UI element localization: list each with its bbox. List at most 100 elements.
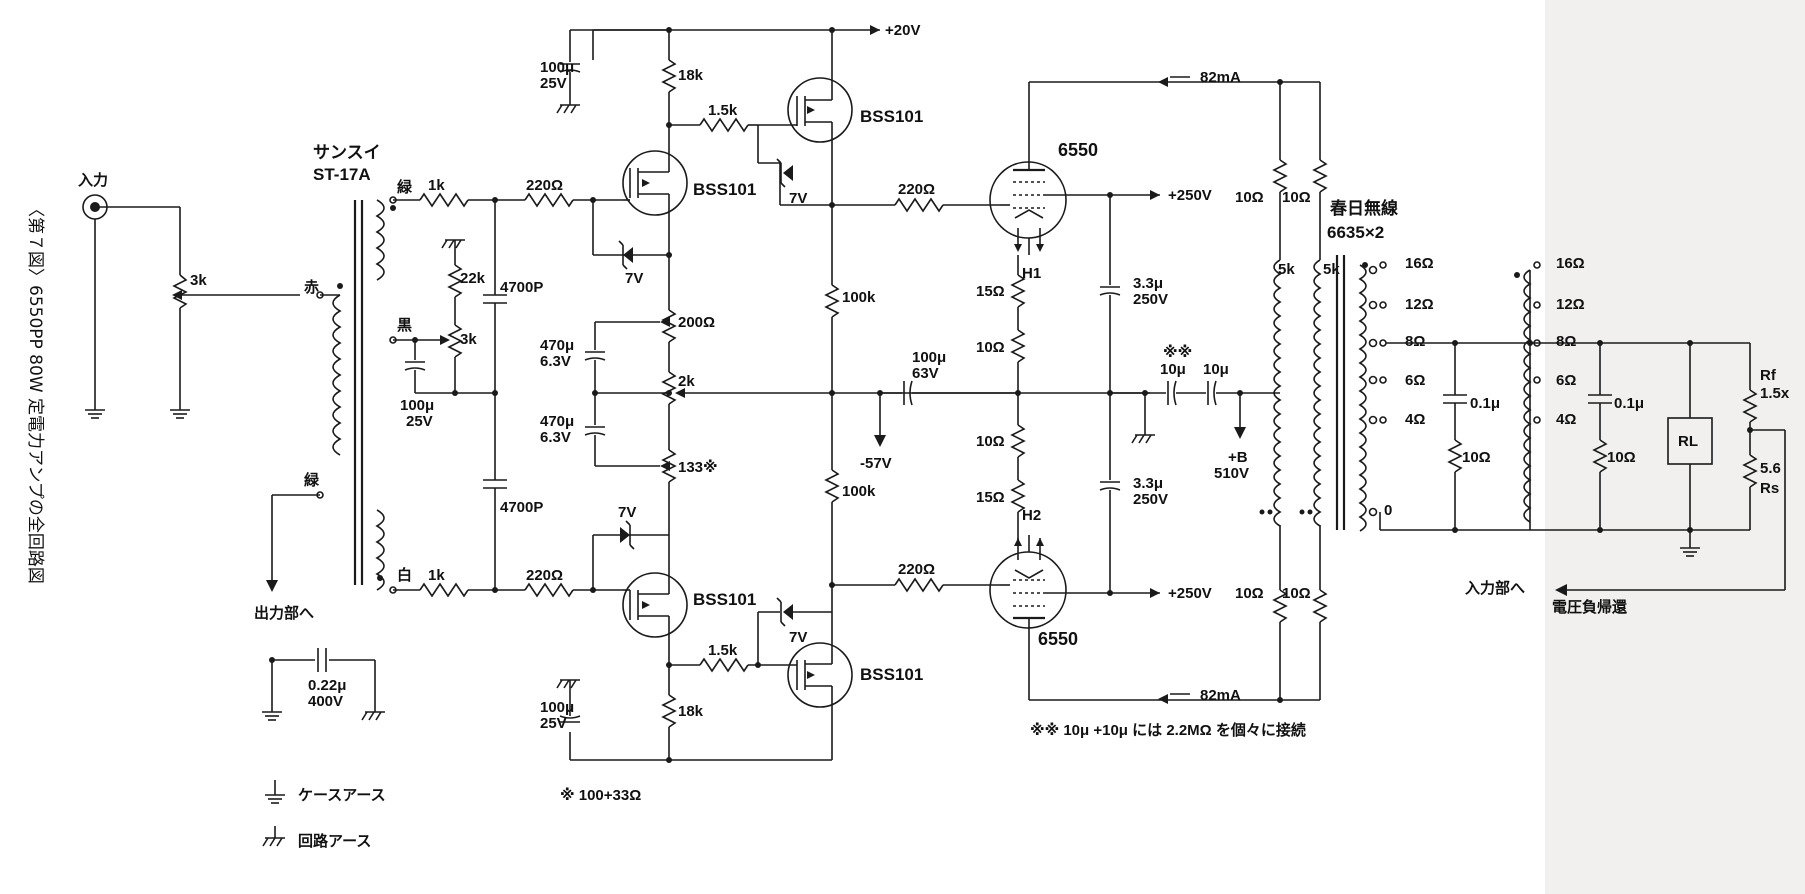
ground-input bbox=[85, 409, 190, 419]
r1k-bot: 1k bbox=[428, 567, 445, 584]
r15k-top: 1.5k bbox=[708, 102, 738, 119]
c100u-bot-v: 25V bbox=[540, 715, 567, 732]
r100k-bot: 100k bbox=[842, 483, 876, 500]
rg-top: 220Ω bbox=[898, 181, 935, 198]
tube-bot bbox=[989, 535, 1160, 700]
c470-pair bbox=[584, 322, 672, 466]
tap16b: 16Ω bbox=[1556, 255, 1585, 272]
q-bot-aux: BSS101 bbox=[860, 665, 923, 684]
i-top: 82mA bbox=[1200, 69, 1241, 86]
bottom-gate-network bbox=[393, 582, 623, 598]
to-output-arrow bbox=[266, 494, 320, 592]
tube-top-label: 6550 bbox=[1058, 140, 1098, 160]
to-output-label: 出力部へ bbox=[254, 604, 314, 622]
c33-bot: 3.3μ bbox=[1133, 475, 1163, 492]
tap-black: 黒 bbox=[397, 317, 412, 334]
tap6: 6Ω bbox=[1405, 372, 1425, 389]
zener-top-main bbox=[592, 200, 672, 270]
pot2k: 2k bbox=[678, 373, 695, 390]
supply-plus20: +20V bbox=[885, 22, 920, 39]
c100u-top: 100μ bbox=[540, 59, 574, 76]
output-load-network bbox=[1379, 261, 1786, 596]
mosfet-bot-aux bbox=[787, 585, 853, 760]
q-bot-main: BSS101 bbox=[693, 590, 756, 609]
tube-top bbox=[989, 82, 1160, 255]
c470-top: 470μ bbox=[540, 337, 574, 354]
c470-bot: 470μ bbox=[540, 413, 574, 430]
r100k-top: 100k bbox=[842, 289, 876, 306]
bplus: +B bbox=[1228, 449, 1248, 466]
h2: H2 bbox=[1022, 507, 1041, 524]
r18k-bot-label: 18k bbox=[678, 703, 704, 720]
plus20-rail bbox=[592, 25, 880, 75]
h1: H1 bbox=[1022, 265, 1041, 282]
nfb-label: 電圧負帰還 bbox=[1552, 598, 1628, 616]
tap0: 0 bbox=[1384, 502, 1392, 519]
legend-case-ground-icon bbox=[265, 780, 285, 804]
bot-aux-network bbox=[666, 597, 832, 673]
c100u-bot: 100μ bbox=[540, 699, 574, 716]
tap12b: 12Ω bbox=[1556, 296, 1585, 313]
r133: 133※ bbox=[678, 458, 718, 476]
mosfet-bot-main bbox=[622, 535, 688, 665]
c10u-a: 10μ bbox=[1160, 361, 1186, 378]
c10u-series bbox=[1110, 380, 1280, 444]
tap-red: 赤 bbox=[304, 278, 319, 296]
tap-green: 緑 bbox=[397, 178, 413, 196]
mosfet-top-aux bbox=[758, 75, 853, 205]
c4700-bot: 4700P bbox=[500, 499, 543, 516]
tap4: 4Ω bbox=[1405, 411, 1425, 428]
legend-case-ground: ケースアース bbox=[298, 787, 386, 804]
tap16: 16Ω bbox=[1405, 255, 1434, 272]
c470-bot-v: 6.3V bbox=[540, 429, 571, 446]
tap12: 12Ω bbox=[1405, 296, 1434, 313]
rs-v: 5.6 bbox=[1760, 460, 1781, 477]
r10-bot: 10Ω bbox=[976, 433, 1005, 450]
c100u63-value: 100μ bbox=[912, 349, 946, 366]
input-pot-label: 3k bbox=[190, 272, 207, 289]
r10-fb4: 10Ω bbox=[1282, 585, 1311, 602]
case-cap-value: 0.22μ bbox=[308, 677, 346, 694]
q-top-aux: BSS101 bbox=[860, 107, 923, 126]
input-label: 入力 bbox=[78, 171, 108, 189]
i-bot: 82mA bbox=[1200, 687, 1241, 704]
pot3k: 3k bbox=[460, 331, 477, 348]
r10-fb3: 10Ω bbox=[1235, 585, 1264, 602]
z7v-c: 7V bbox=[618, 504, 636, 521]
r10-z2: 10Ω bbox=[1607, 449, 1636, 466]
r15k-bot: 1.5k bbox=[708, 642, 738, 659]
tap-green2: 緑 bbox=[304, 471, 320, 489]
r220-bot: 220Ω bbox=[526, 567, 563, 584]
plus250-bot: +250V bbox=[1168, 585, 1212, 602]
plus250-top: +250V bbox=[1168, 187, 1212, 204]
c4700-top: 4700P bbox=[500, 279, 543, 296]
ot-5k-a: 5k bbox=[1278, 261, 1295, 278]
rf-v: 1.5x bbox=[1760, 385, 1790, 402]
bottom-bypass-cap bbox=[556, 679, 581, 760]
q-top-main: BSS101 bbox=[693, 180, 756, 199]
legend-circuit-ground: 回路アース bbox=[298, 832, 371, 850]
in-trans-maker: サンスイ bbox=[313, 143, 381, 162]
r100k-pair bbox=[824, 202, 840, 588]
r18k-bot bbox=[570, 665, 832, 763]
mosfet-top-main bbox=[622, 150, 688, 216]
plate-current-bot bbox=[1029, 622, 1321, 704]
tap6b: 6Ω bbox=[1556, 372, 1576, 389]
ot-sense-resistors bbox=[1272, 159, 1328, 623]
rf: Rf bbox=[1760, 367, 1777, 384]
rl: RL bbox=[1678, 433, 1698, 450]
tap8b: 8Ω bbox=[1556, 333, 1576, 350]
c33-top: 3.3μ bbox=[1133, 275, 1163, 292]
plate-current-top bbox=[1029, 76, 1321, 160]
zener-top-aux bbox=[757, 125, 832, 206]
input-jack bbox=[82, 194, 180, 410]
r18k-top bbox=[661, 59, 758, 155]
r10-fb2: 10Ω bbox=[1282, 189, 1311, 206]
input-pot bbox=[172, 207, 300, 410]
c10u-b: 10μ bbox=[1203, 361, 1229, 378]
case-capacitor bbox=[262, 648, 385, 721]
z7v-a: 7V bbox=[789, 190, 807, 207]
bplus-v: 510V bbox=[1214, 465, 1249, 482]
